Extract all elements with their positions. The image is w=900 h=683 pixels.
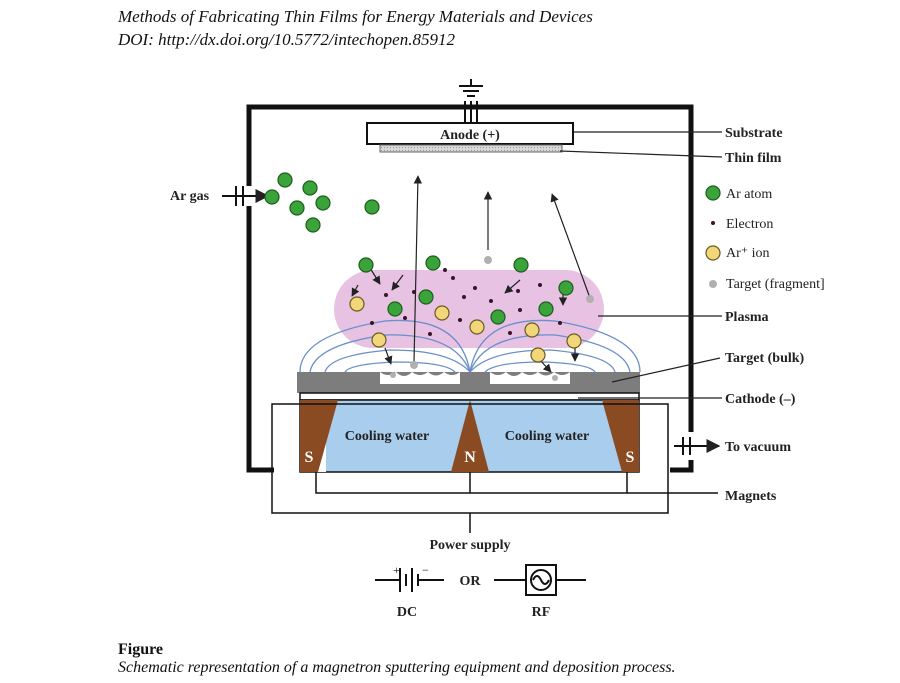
to-vacuum-label: To vacuum [725, 440, 791, 455]
target-bulk-label: Target (bulk) [725, 351, 805, 366]
plasma-label: Plasma [725, 310, 769, 325]
magnet-assembly: S N S Cooling water Cooling water [299, 399, 640, 473]
cooling-water-right: Cooling water [505, 429, 589, 444]
header-doi: DOI: http://dx.doi.org/10.5772/intechope… [118, 30, 455, 49]
dc-plus-sign: + [393, 563, 400, 577]
rf-label: RF [532, 605, 551, 620]
cathode-label: Cathode (–) [725, 392, 796, 407]
dc-source-icon [375, 568, 444, 592]
anode-label: Anode (+) [440, 128, 500, 143]
holder-frame [271, 403, 718, 533]
cathode [299, 392, 640, 401]
header-title: Methods of Fabricating Thin Films for En… [118, 7, 593, 26]
power-supply-label: Power supply [429, 538, 510, 553]
target-bulk [297, 372, 640, 393]
ar-ions [349, 296, 582, 363]
magnet-pole-s-left: S [305, 449, 314, 466]
thin-film-layer [379, 144, 563, 153]
legend: Ar atom Electron Ar⁺ ion Target (fragmen… [705, 185, 825, 292]
legend-ar-ion-icon [705, 245, 721, 261]
target-fragments [390, 256, 594, 381]
substrate-label: Substrate [725, 126, 783, 141]
legend-fragment-icon [709, 280, 717, 288]
dc-minus-sign: − [422, 563, 429, 577]
legend-ar-atom-icon [705, 185, 721, 201]
magnetic-field-lines [299, 319, 641, 373]
legend-ar-atom: Ar atom [726, 187, 772, 202]
sputter-trajectories [351, 175, 591, 373]
thin-film-label: Thin film [725, 151, 782, 166]
legend-fragment: Target (fragment] [726, 277, 825, 292]
caption-title: Figure [118, 641, 164, 658]
electrons [370, 268, 562, 336]
ar-gas-inlet [222, 186, 270, 206]
dc-label: DC [397, 605, 417, 620]
leader-lines [559, 131, 723, 399]
magnet-n-center [451, 400, 489, 472]
rf-source-icon [494, 564, 586, 596]
anode: Anode (+) [366, 122, 574, 145]
ground-icon [459, 79, 483, 123]
legend-ar-ion: Ar⁺ ion [726, 246, 770, 261]
vacuum-outlet [674, 437, 721, 455]
magnet-s-left [300, 400, 338, 472]
magnet-pole-s-right: S [626, 449, 635, 466]
magnets-label: Magnets [725, 489, 777, 504]
ar-atoms [264, 172, 574, 325]
or-label: OR [460, 574, 482, 589]
magnet-s-right [602, 400, 639, 472]
legend-electron: Electron [726, 217, 773, 232]
ar-gas-label: Ar gas [170, 189, 210, 204]
magnet-pole-n: N [464, 449, 476, 466]
cooling-water-left: Cooling water [345, 429, 429, 444]
legend-electron-icon [711, 221, 715, 225]
caption-text: Schematic representation of a magnetron … [118, 659, 676, 676]
